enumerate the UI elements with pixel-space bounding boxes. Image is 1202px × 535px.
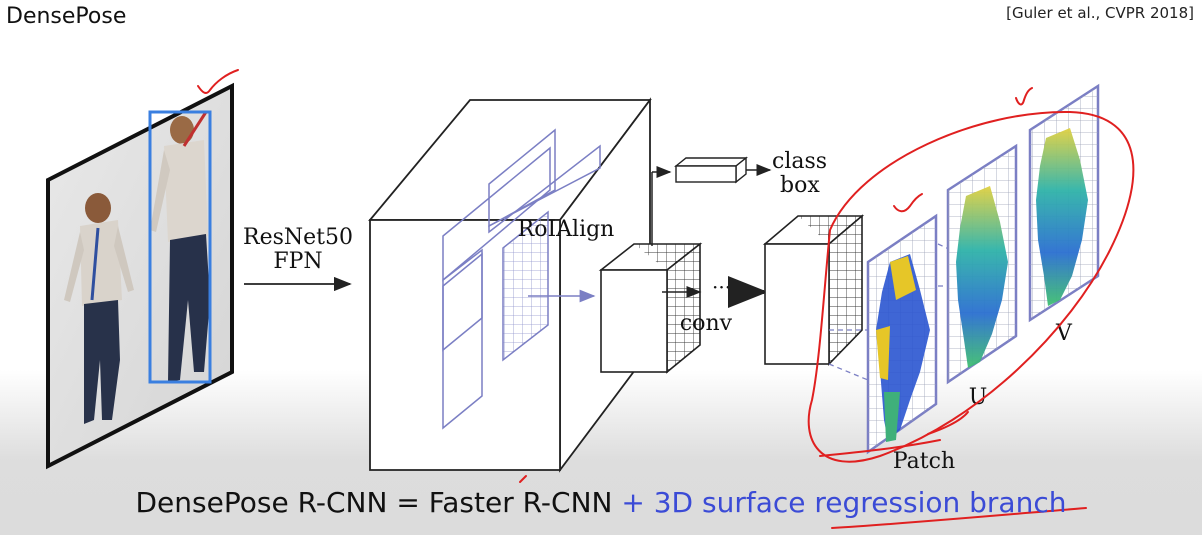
caption-prefix: DensePose R-CNN = Faster R-CNN (135, 486, 622, 519)
handwritten-annotations (197, 69, 1135, 529)
backbone-label-line1: ResNet50 (243, 225, 353, 250)
output-panel-patch (866, 213, 938, 455)
caption: DensePose R-CNN = Faster R-CNN + 3D surf… (0, 486, 1202, 519)
backbone-label-line2: FPN (273, 249, 322, 274)
region-proposals (442, 128, 601, 430)
circle-annotation (807, 110, 1135, 463)
input-image (46, 82, 234, 470)
densepose-feature-block (762, 214, 865, 366)
checkmark-patch (893, 193, 923, 213)
caption-accent: + 3D surface regression branch (621, 486, 1067, 519)
detection-box (148, 110, 212, 384)
ellipsis-label: ··· (712, 275, 731, 299)
person-silhouette-right (150, 111, 210, 382)
citation: [Guler et al., CVPR 2018] (1006, 4, 1194, 22)
slide-title: DensePose (6, 4, 127, 29)
underline-patch-tail (927, 411, 969, 435)
output-label-v: V (1055, 321, 1073, 346)
underline-patch (819, 439, 941, 457)
output-panel-u (946, 143, 1018, 385)
tick-mark (519, 475, 527, 483)
output-label-u: U (969, 385, 988, 410)
roi-feature-block (598, 242, 703, 374)
roialign-label: RoIAlign (518, 217, 615, 242)
conv-label: conv (680, 311, 733, 336)
checkmark-output (1015, 87, 1033, 106)
head-label-line1: class (772, 149, 827, 174)
class-box-head (674, 156, 748, 184)
output-panel-v (1028, 83, 1100, 323)
person-silhouette-left (64, 193, 134, 424)
output-label-patch: Patch (893, 449, 955, 474)
head-label-line2: box (780, 173, 820, 198)
checkmark-input (197, 69, 239, 94)
underline-branch (831, 507, 1087, 529)
